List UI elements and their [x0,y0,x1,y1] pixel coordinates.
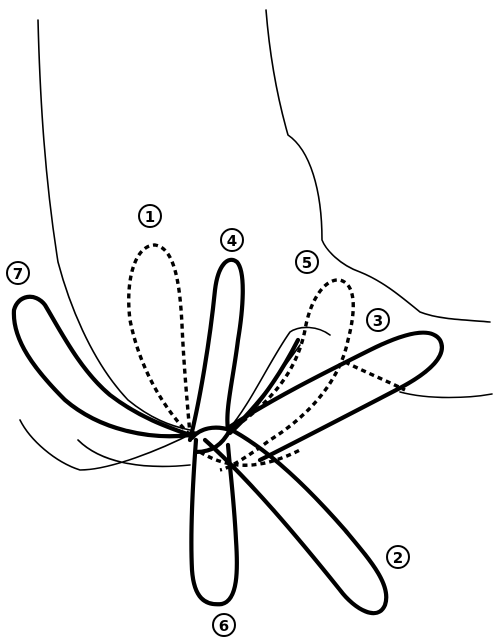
label-5-text: 5 [302,254,312,272]
loop-3-dashed-tail [345,362,405,390]
label-badge-2: 2 [387,546,409,568]
label-1-text: 1 [145,208,155,226]
label-7-text: 7 [13,265,23,283]
label-6-text: 6 [219,617,229,635]
body-outline-right [266,10,490,322]
label-badge-7: 7 [7,262,29,284]
label-badge-4: 4 [221,229,243,251]
label-3-text: 3 [373,312,383,330]
label-badge-5: 5 [296,251,318,273]
loop-4 [190,260,243,440]
body-lower-line [400,392,492,398]
label-4-text: 4 [227,232,237,250]
thigh-line [78,440,190,466]
loop-2 [205,428,386,613]
label-2-text: 2 [393,549,403,567]
label-badge-6: 6 [213,614,235,636]
label-badge-3: 3 [367,309,389,331]
body-outline [38,20,190,430]
loop-1 [129,245,190,435]
label-badge-1: 1 [139,205,161,227]
